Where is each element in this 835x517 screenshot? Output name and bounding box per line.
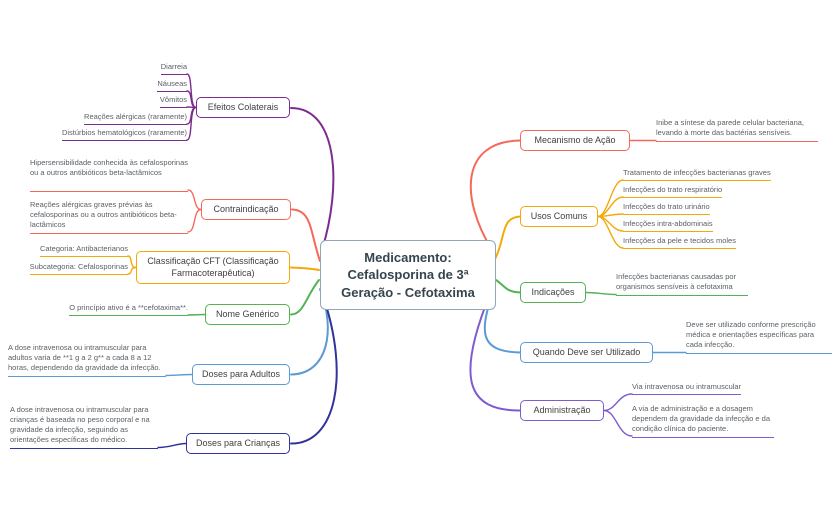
leaf-quando-descricao: Deve ser utilizado conforme prescrição m… (686, 320, 832, 354)
link-central-contraindicacao (291, 208, 321, 262)
leaf-vomitos: Vômitos (159, 95, 187, 108)
leaf-link (603, 393, 633, 412)
node-nome-generico[interactable]: Nome Genérico (205, 304, 290, 325)
leaf-link (585, 291, 617, 296)
leaf-nauseas: Náuseas (157, 79, 187, 92)
leaf-link (187, 313, 206, 316)
node-classificacao-cft[interactable]: Classificação CFT (Classificação Farmaco… (136, 251, 290, 284)
leaf-subcategoria: Subcategoria: Cefalosporinas (29, 262, 128, 275)
node-indicacoes[interactable]: Indicações (520, 282, 586, 303)
leaf-uso-pele-tecidos: Infecções da pele e tecidos moles (623, 236, 736, 249)
leaf-indicacoes-descricao: Infecções bacterianas causadas por organ… (616, 272, 748, 296)
leaf-uso-tratamento-graves: Tratamento de infecções bacterianas grav… (623, 168, 771, 181)
leaf-uso-intra-abdominais: Infecções intra-abdominais (623, 219, 713, 232)
leaf-hipersensibilidade: Hipersensibilidade conhecida às cefalosp… (30, 158, 188, 192)
leaf-link (157, 442, 187, 449)
leaf-disturbios-hematologicos: Distúrbios hematológicos (raramente) (61, 128, 187, 141)
leaf-link (603, 409, 633, 437)
leaf-dose-adultos: A dose intravenosa ou intramuscular para… (8, 343, 166, 377)
leaf-mecanismo-descricao: Inibe a síntese da parede celular bacter… (656, 118, 818, 142)
leaf-reacoes-alergicas: Reações alérgicas (raramente) (84, 112, 187, 125)
leaf-reacoes-graves: Reações alérgicas graves prévias às cefa… (30, 200, 188, 234)
link-central-administracao (469, 293, 522, 412)
leaf-uso-trato-urinario: Infecções do trato urinário (623, 202, 710, 215)
link-central-doses-criancas (290, 295, 338, 445)
leaf-dose-criancas: A dose intravenosa ou intramuscular para… (10, 405, 158, 449)
leaf-link (597, 215, 624, 249)
leaf-link (187, 189, 202, 211)
leaf-administracao-detalhe: A via de administração e a dosagem depen… (632, 404, 774, 438)
leaf-link (165, 373, 193, 377)
node-usos-comuns[interactable]: Usos Comuns (520, 206, 598, 227)
leaf-diarreia: Diarreia (160, 62, 187, 75)
node-doses-para-adultos[interactable]: Doses para Adultos (192, 364, 290, 385)
leaf-principio-ativo: O princípio ativo é a **cefotaxima**. (69, 303, 188, 316)
leaf-link (187, 208, 202, 233)
node-administracao[interactable]: Administração (520, 400, 604, 421)
leaf-link (127, 266, 137, 275)
leaf-link (186, 106, 197, 141)
leaf-uso-trato-respiratorio: Infecções do trato respiratório (623, 185, 723, 198)
leaf-link (127, 255, 137, 269)
link-central-indicacoes (495, 279, 522, 294)
link-central-nome-generico (290, 279, 320, 316)
leaf-via-administracao: Via intravenosa ou intramuscular (632, 382, 742, 395)
link-central-efeitos (290, 107, 335, 251)
node-mecanismo-de-acao[interactable]: Mecanismo de Ação (520, 130, 630, 151)
central-node[interactable]: Medicamento: Cefalosporina de 3ª Geração… (320, 240, 496, 310)
link-central-classificacao (290, 266, 320, 271)
node-doses-para-criancas[interactable]: Doses para Crianças (186, 433, 290, 454)
link-central-mecanismo (469, 139, 522, 251)
node-quando-deve-ser-utilizado[interactable]: Quando Deve ser Utilizado (520, 342, 653, 363)
node-contraindicacao[interactable]: Contraindicação (201, 199, 291, 220)
link-central-usos (494, 215, 522, 260)
leaf-categoria: Categoria: Antibacterianos (40, 244, 128, 257)
node-efeitos-colaterais[interactable]: Efeitos Colaterais (196, 97, 290, 118)
